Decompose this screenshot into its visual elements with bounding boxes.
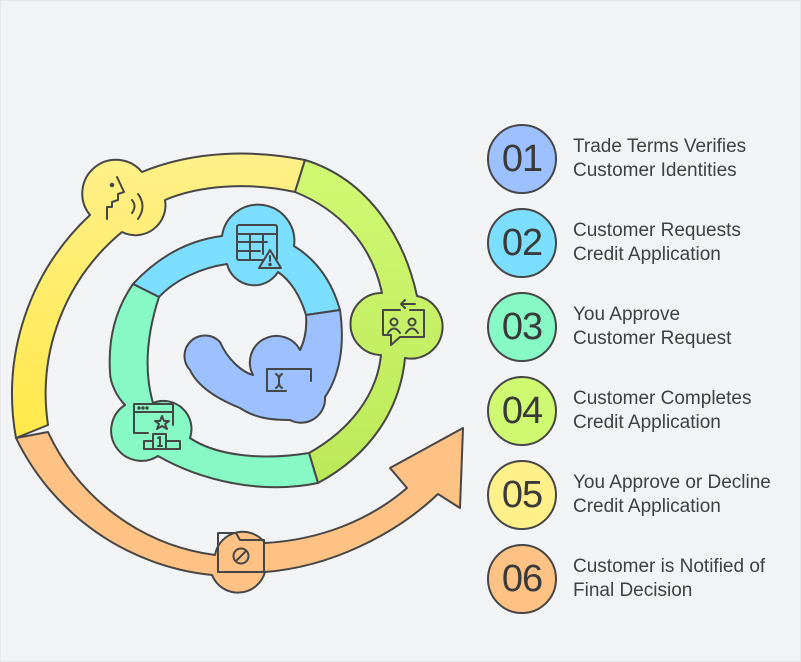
step-label: Customer Requests Credit Application [573,219,741,267]
step-number-badge: 02 [487,208,557,278]
step-label: Customer is Notified of Final Decision [573,555,765,603]
step-number-badge: 05 [487,460,557,530]
segment-06 [15,427,464,594]
step-label-line: You Approve [573,304,681,325]
step-04: 04 Customer Completes Credit Application [487,374,797,448]
step-number-badge: 06 [487,544,557,614]
step-label: Trade Terms Verifies Customer Identities [573,135,746,183]
step-label: Customer Completes Credit Application [573,387,751,435]
step-label-line: Customer Requests [573,220,741,241]
folder-blocked-icon [217,532,265,573]
step-label-line: Credit Application [573,496,721,517]
step-number-badge: 01 [487,124,557,194]
segment-01 [183,309,343,424]
step-label-line: Customer Completes [573,388,752,409]
step-number-badge: 04 [487,376,557,446]
segment-05 [11,152,306,439]
step-label-line: Credit Application [573,244,721,265]
step-03: 03 You Approve Customer Request [487,290,797,364]
step-label-line: Customer Request [573,328,732,349]
step-number-badge: 03 [487,292,557,362]
step-label-line: Customer is Notified of [573,556,766,577]
step-05: 05 You Approve or Decline Credit Applica… [487,458,797,532]
step-01: 01 Trade Terms Verifies Customer Identit… [487,122,797,196]
chat-users-exchange-icon [382,299,425,346]
text-cursor-input-icon [266,368,312,392]
step-02: 02 Customer Requests Credit Application [487,206,797,280]
segment-03 [108,283,319,489]
step-label-line: Customer Identities [573,160,737,181]
step-label-line: Trade Terms Verifies [573,136,747,157]
table-warning-icon [236,224,282,269]
step-label: You Approve or Decline Credit Applicatio… [573,471,771,519]
step-label-line: Credit Application [573,412,721,433]
browser-star-podium-icon [133,403,181,450]
step-label-line: You Approve or Decline [573,472,771,493]
speaking-head-icon [106,176,144,220]
step-06: 06 Customer is Notified of Final Decisio… [487,542,797,616]
step-label-line: Final Decision [573,580,693,601]
step-label: You Approve Customer Request [573,303,731,351]
